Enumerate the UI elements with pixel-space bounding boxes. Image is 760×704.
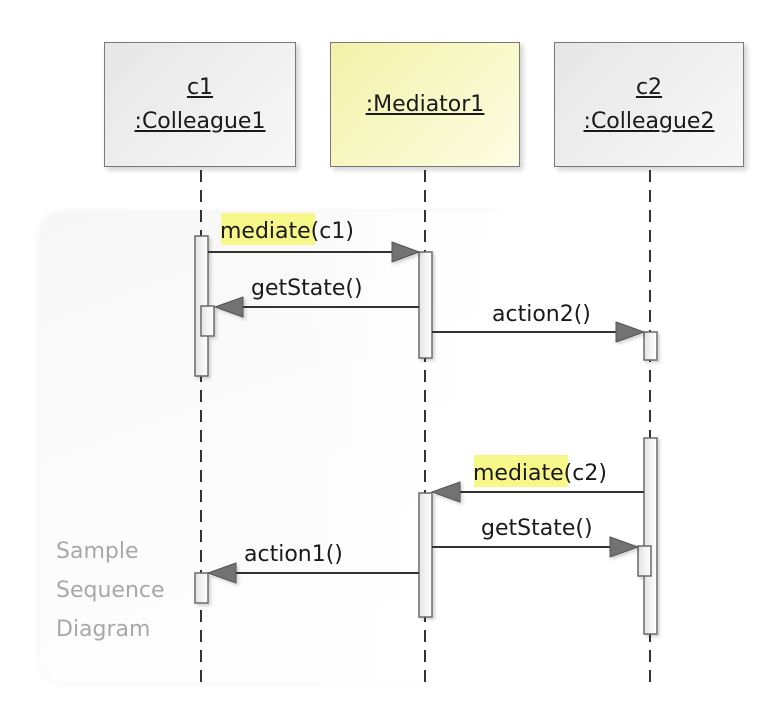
object-c1-colleague1: c1 :Colleague1: [104, 42, 296, 167]
object-mediator1: :Mediator1: [330, 42, 520, 167]
message-label-getstate-2: getState(): [481, 516, 593, 541]
arrowhead-getstate-1: [213, 296, 244, 318]
arrowhead-mediate-c2: [430, 481, 461, 503]
object-c2-colleague2: c2 :Colleague2: [554, 42, 744, 167]
arrowhead-getstate-2: [609, 536, 640, 558]
message-label-getstate-1: getState(): [251, 276, 363, 301]
activation-mediator1-second: [418, 492, 433, 618]
activation-mediator1-first: [418, 251, 433, 359]
object-mediator1-type: :Mediator1: [365, 91, 485, 117]
object-c2-type: :Colleague2: [583, 108, 715, 134]
note-line-2: Sequence: [56, 578, 165, 603]
object-c1-name: c1: [186, 74, 214, 100]
activation-c2-getstate: [637, 545, 652, 577]
message-label-action2: action2(): [492, 302, 591, 327]
note-line-3: Diagram: [56, 617, 151, 642]
message-label-mediate-c1: mediate(c1): [220, 219, 354, 244]
object-c1-type: :Colleague1: [134, 108, 266, 134]
activation-c1-getstate: [200, 305, 215, 337]
activation-c1-action1: [194, 572, 209, 604]
object-c2-name: c2: [635, 74, 663, 100]
arrowhead-action2: [615, 321, 646, 343]
highlight-mediate-c1: [221, 213, 315, 245]
activation-c2-action2: [643, 331, 658, 361]
message-label-mediate-c2: mediate(c2): [473, 461, 607, 486]
note-line-1: Sample: [56, 539, 139, 564]
arrowhead-mediate-c1: [391, 241, 421, 263]
message-label-action1: action1(): [244, 542, 343, 567]
arrowhead-action1: [206, 562, 237, 584]
activation-c2-main: [643, 437, 658, 635]
sample-sequence-diagram-note: Sample Sequence Diagram: [56, 532, 196, 649]
highlight-mediate-c2: [474, 455, 568, 487]
